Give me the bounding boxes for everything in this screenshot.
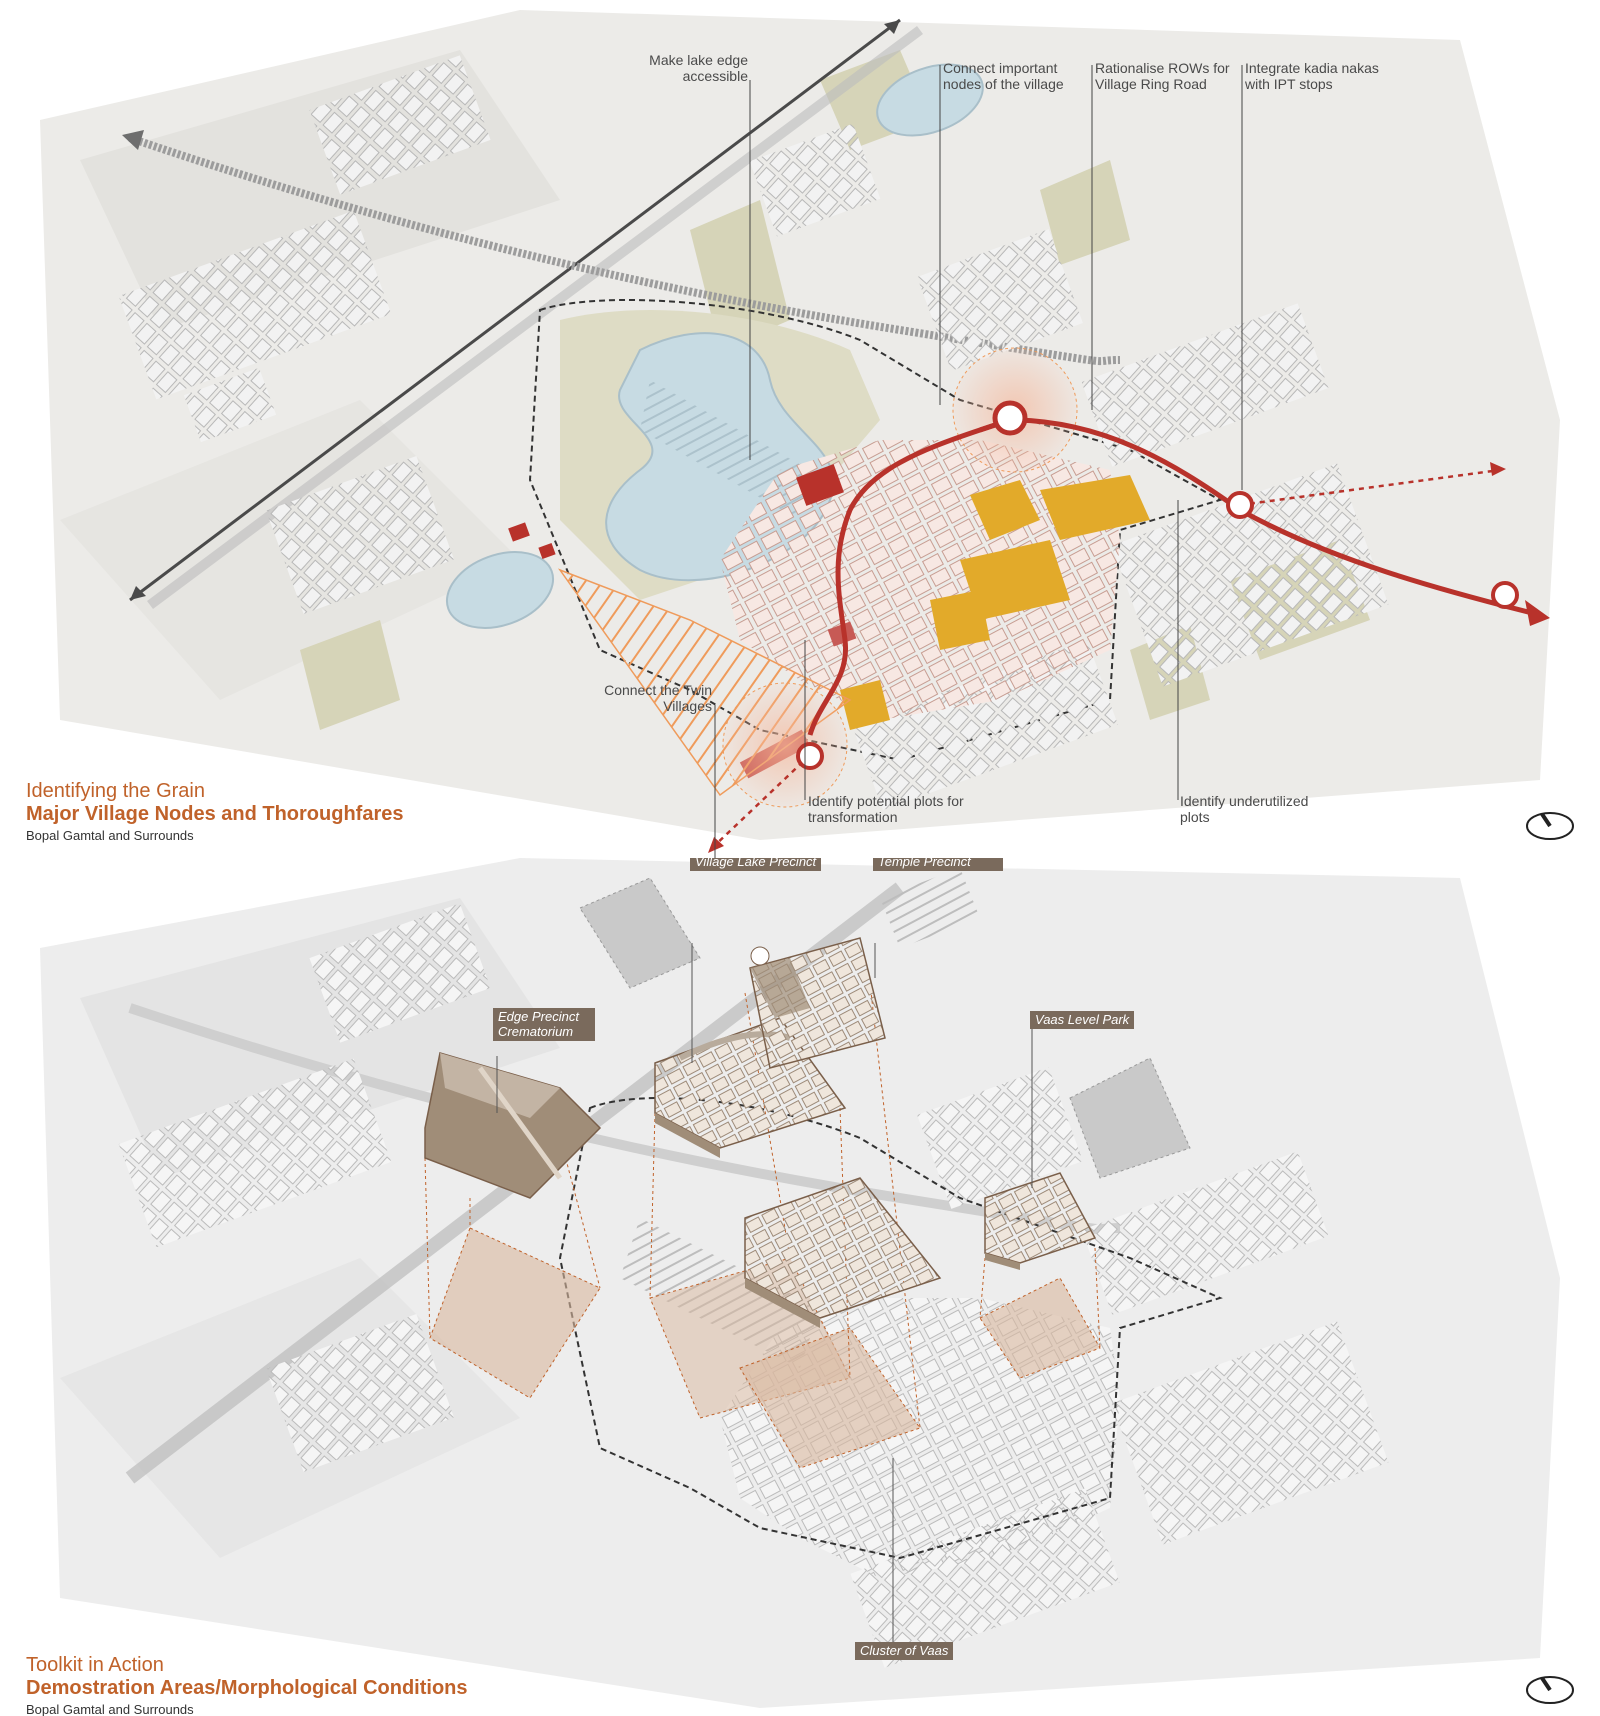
dark-plot-1 — [579, 877, 701, 989]
label-twin-villages: Connect the Twin Villages — [604, 682, 712, 714]
bottom-title-line3: Bopal Gamtal and Surrounds — [26, 1702, 194, 1716]
top-title-line1: Identifying the Grain — [26, 780, 205, 802]
dotted-connector-east — [1239, 468, 1501, 507]
dark-plot-2 — [1069, 1057, 1191, 1179]
bottom-panel: Village Lake Precinct Temple Precinct Ed… — [0, 858, 1600, 1716]
site-plan-map — [40, 10, 1560, 858]
node-far-east — [1491, 581, 1519, 609]
tag-edge-precinct: Edge Precinct Crematorium — [493, 1008, 595, 1041]
underutilized-plots-3 — [960, 540, 1070, 620]
grey-road — [128, 134, 1121, 366]
highway-arrow-ne — [884, 20, 900, 34]
underutilized-plots-2 — [1040, 475, 1150, 540]
footprint-vaas-park — [979, 1277, 1101, 1379]
label-integrate: Integrate kadia nakas with IPT stops — [1245, 60, 1379, 92]
small-lake-1 — [445, 551, 555, 629]
top-title-line3: Bopal Gamtal and Surrounds — [26, 828, 194, 843]
highway — [129, 18, 901, 602]
grey-road-arrow — [122, 130, 144, 150]
footprint-cluster — [739, 1327, 921, 1469]
label-potential-plots: Identify potential plots for transformat… — [808, 793, 964, 825]
village-ring-road — [807, 417, 1242, 736]
park-strip-5 — [300, 620, 400, 730]
footprint-edge — [429, 1227, 601, 1399]
vaas-park-block — [984, 1172, 1097, 1264]
node-east — [1226, 491, 1254, 519]
label-lake-edge: Make lake edge accessible — [649, 52, 748, 84]
village-boundary-b — [558, 1097, 1223, 1560]
underutilized-plots-4 — [930, 590, 990, 650]
tag-cluster-of-vaas: Cluster of Vaas — [855, 1642, 954, 1660]
node-glow-south — [722, 682, 848, 808]
cluster-vaas-block — [744, 1177, 942, 1319]
tag-village-lake-precinct: Village Lake Precinct — [690, 858, 822, 871]
top-title-line2: Major Village Nodes and Thoroughfares — [26, 803, 404, 825]
park-strip-1 — [690, 200, 790, 350]
underutilized-plots-1 — [970, 480, 1040, 540]
bottom-title-line1: Toolkit in Action — [26, 1654, 164, 1676]
north-arrow-icon — [1526, 812, 1574, 840]
label-connect-nodes: Connect important nodes of the village — [943, 60, 1064, 92]
label-underutilized: Identify underutilized plots — [1180, 793, 1309, 825]
water-tower — [750, 946, 770, 966]
underutilized-plots-5 — [840, 680, 890, 730]
park-strip-2 — [1040, 160, 1130, 265]
top-title-block: Identifying the Grain Major Village Node… — [26, 780, 403, 844]
label-rationalise: Rationalise ROWs for Village Ring Road — [1095, 60, 1230, 92]
tag-temple-precinct: Temple Precinct — [873, 858, 1003, 871]
bottom-title-line2: Demostration Areas/Morphological Conditi… — [26, 1677, 468, 1699]
temple-block — [796, 464, 844, 506]
bottom-title-block: Toolkit in Action Demostration Areas/Mor… — [26, 1654, 468, 1716]
node-north — [992, 400, 1028, 436]
north-arrow-icon — [1526, 1676, 1574, 1704]
highway-arrow-sw — [130, 586, 146, 600]
dotted-connector-sw — [709, 754, 811, 851]
node-south — [796, 742, 824, 770]
top-panel: Make lake edge accessible Connect import… — [26, 10, 1574, 858]
small-lake-2 — [876, 63, 984, 137]
demonstration-areas-map — [40, 858, 1560, 1708]
tag-vaas-level-park: Vaas Level Park — [1030, 1011, 1135, 1029]
